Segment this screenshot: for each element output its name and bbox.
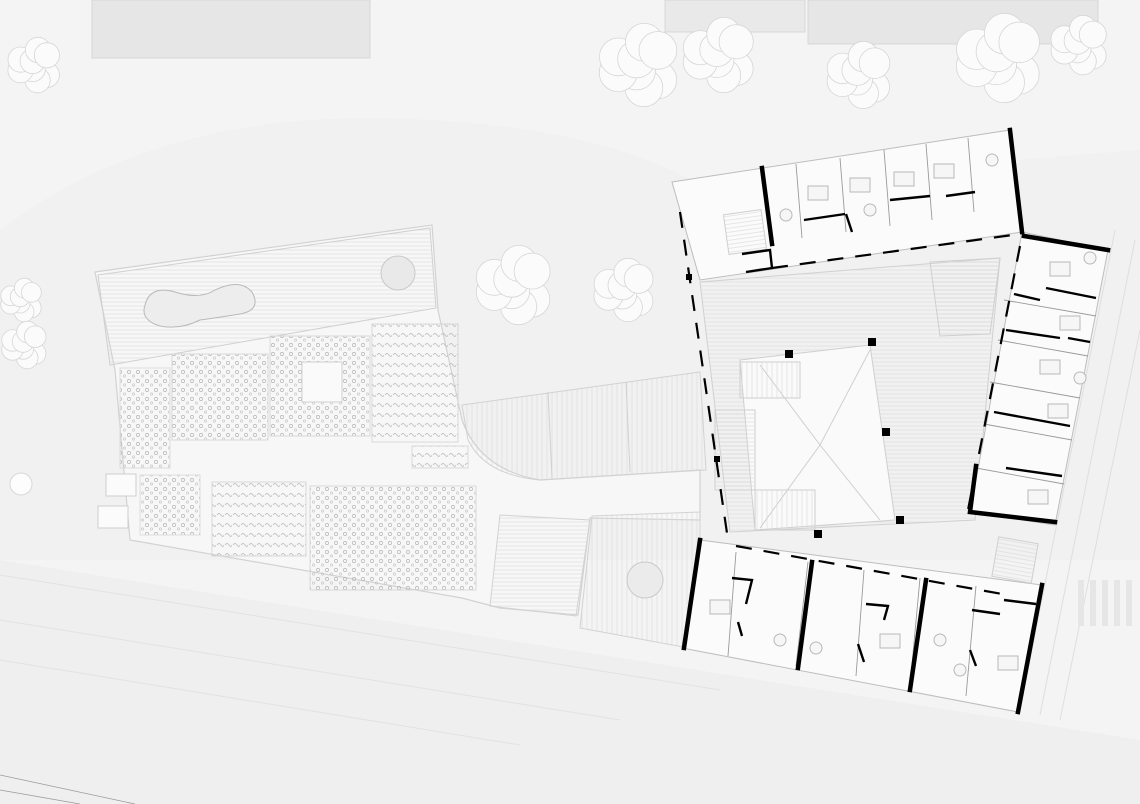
bed-icon (879, 633, 901, 649)
courtyard-plaza (301, 361, 343, 403)
tree-icon (0, 277, 42, 323)
crop-bed (371, 323, 459, 443)
shed (105, 473, 137, 497)
stair-icon (714, 409, 756, 491)
tree-icon (956, 13, 1040, 104)
table-icon (809, 641, 823, 655)
neighbour-block (91, 0, 371, 59)
bed-icon (849, 177, 871, 193)
crop-bed (119, 367, 171, 469)
table-icon (863, 203, 877, 217)
pond (143, 284, 256, 328)
furniture (709, 153, 1097, 677)
room-partitions (727, 137, 1097, 697)
table-icon (779, 208, 793, 222)
path-curve (0, 774, 136, 804)
bed-icon (1047, 403, 1069, 419)
tree-icon (475, 244, 551, 326)
deck-divider (547, 391, 553, 479)
crop-bed (411, 445, 469, 469)
crop-bed (171, 353, 269, 441)
table-icon (933, 633, 947, 647)
bed-icon (1039, 359, 1061, 375)
crop-bed (309, 485, 477, 591)
bed-icon (997, 655, 1019, 671)
bed-icon (807, 185, 829, 201)
deck-terrace (461, 371, 707, 481)
stair-icon (754, 489, 816, 531)
table-icon (773, 633, 787, 647)
tree-icon (7, 36, 60, 94)
stair-icon (722, 208, 768, 256)
column-icon (686, 274, 904, 538)
road-edge (0, 574, 721, 746)
tree-icon (1, 320, 47, 370)
table-icon (953, 663, 967, 677)
tree-icon (682, 16, 754, 94)
stair-icon (991, 536, 1039, 584)
tree-icon (380, 255, 416, 291)
bed-icon (1027, 489, 1049, 505)
stair-icon (739, 361, 801, 399)
garden (9, 224, 707, 651)
bed-icon (1049, 261, 1071, 277)
deck-divider (625, 381, 631, 473)
crop-bed (139, 474, 201, 536)
interior-walls (731, 190, 1097, 667)
shed (97, 505, 129, 529)
table-icon (985, 153, 999, 167)
crop-bed (211, 481, 307, 557)
tree-icon (9, 472, 33, 496)
side-street (1019, 229, 1140, 721)
tree-icon (598, 22, 678, 108)
building (671, 127, 1111, 715)
tree-group (0, 13, 1107, 370)
bed-icon (893, 171, 915, 187)
deck-terrace (489, 514, 591, 617)
table-icon (1083, 251, 1097, 265)
balcony (929, 257, 1001, 337)
bed-icon (933, 163, 955, 179)
tree-icon (593, 257, 654, 323)
zebra-crossing (1078, 580, 1132, 626)
lawn-hatched (97, 227, 437, 366)
table-icon (1073, 371, 1087, 385)
tree-icon (1050, 14, 1107, 76)
bed-icon (1059, 315, 1081, 331)
bed-icon (709, 599, 731, 615)
courtyard-facade (678, 211, 1022, 596)
tree-icon (826, 40, 891, 110)
tree-icon (626, 561, 664, 599)
